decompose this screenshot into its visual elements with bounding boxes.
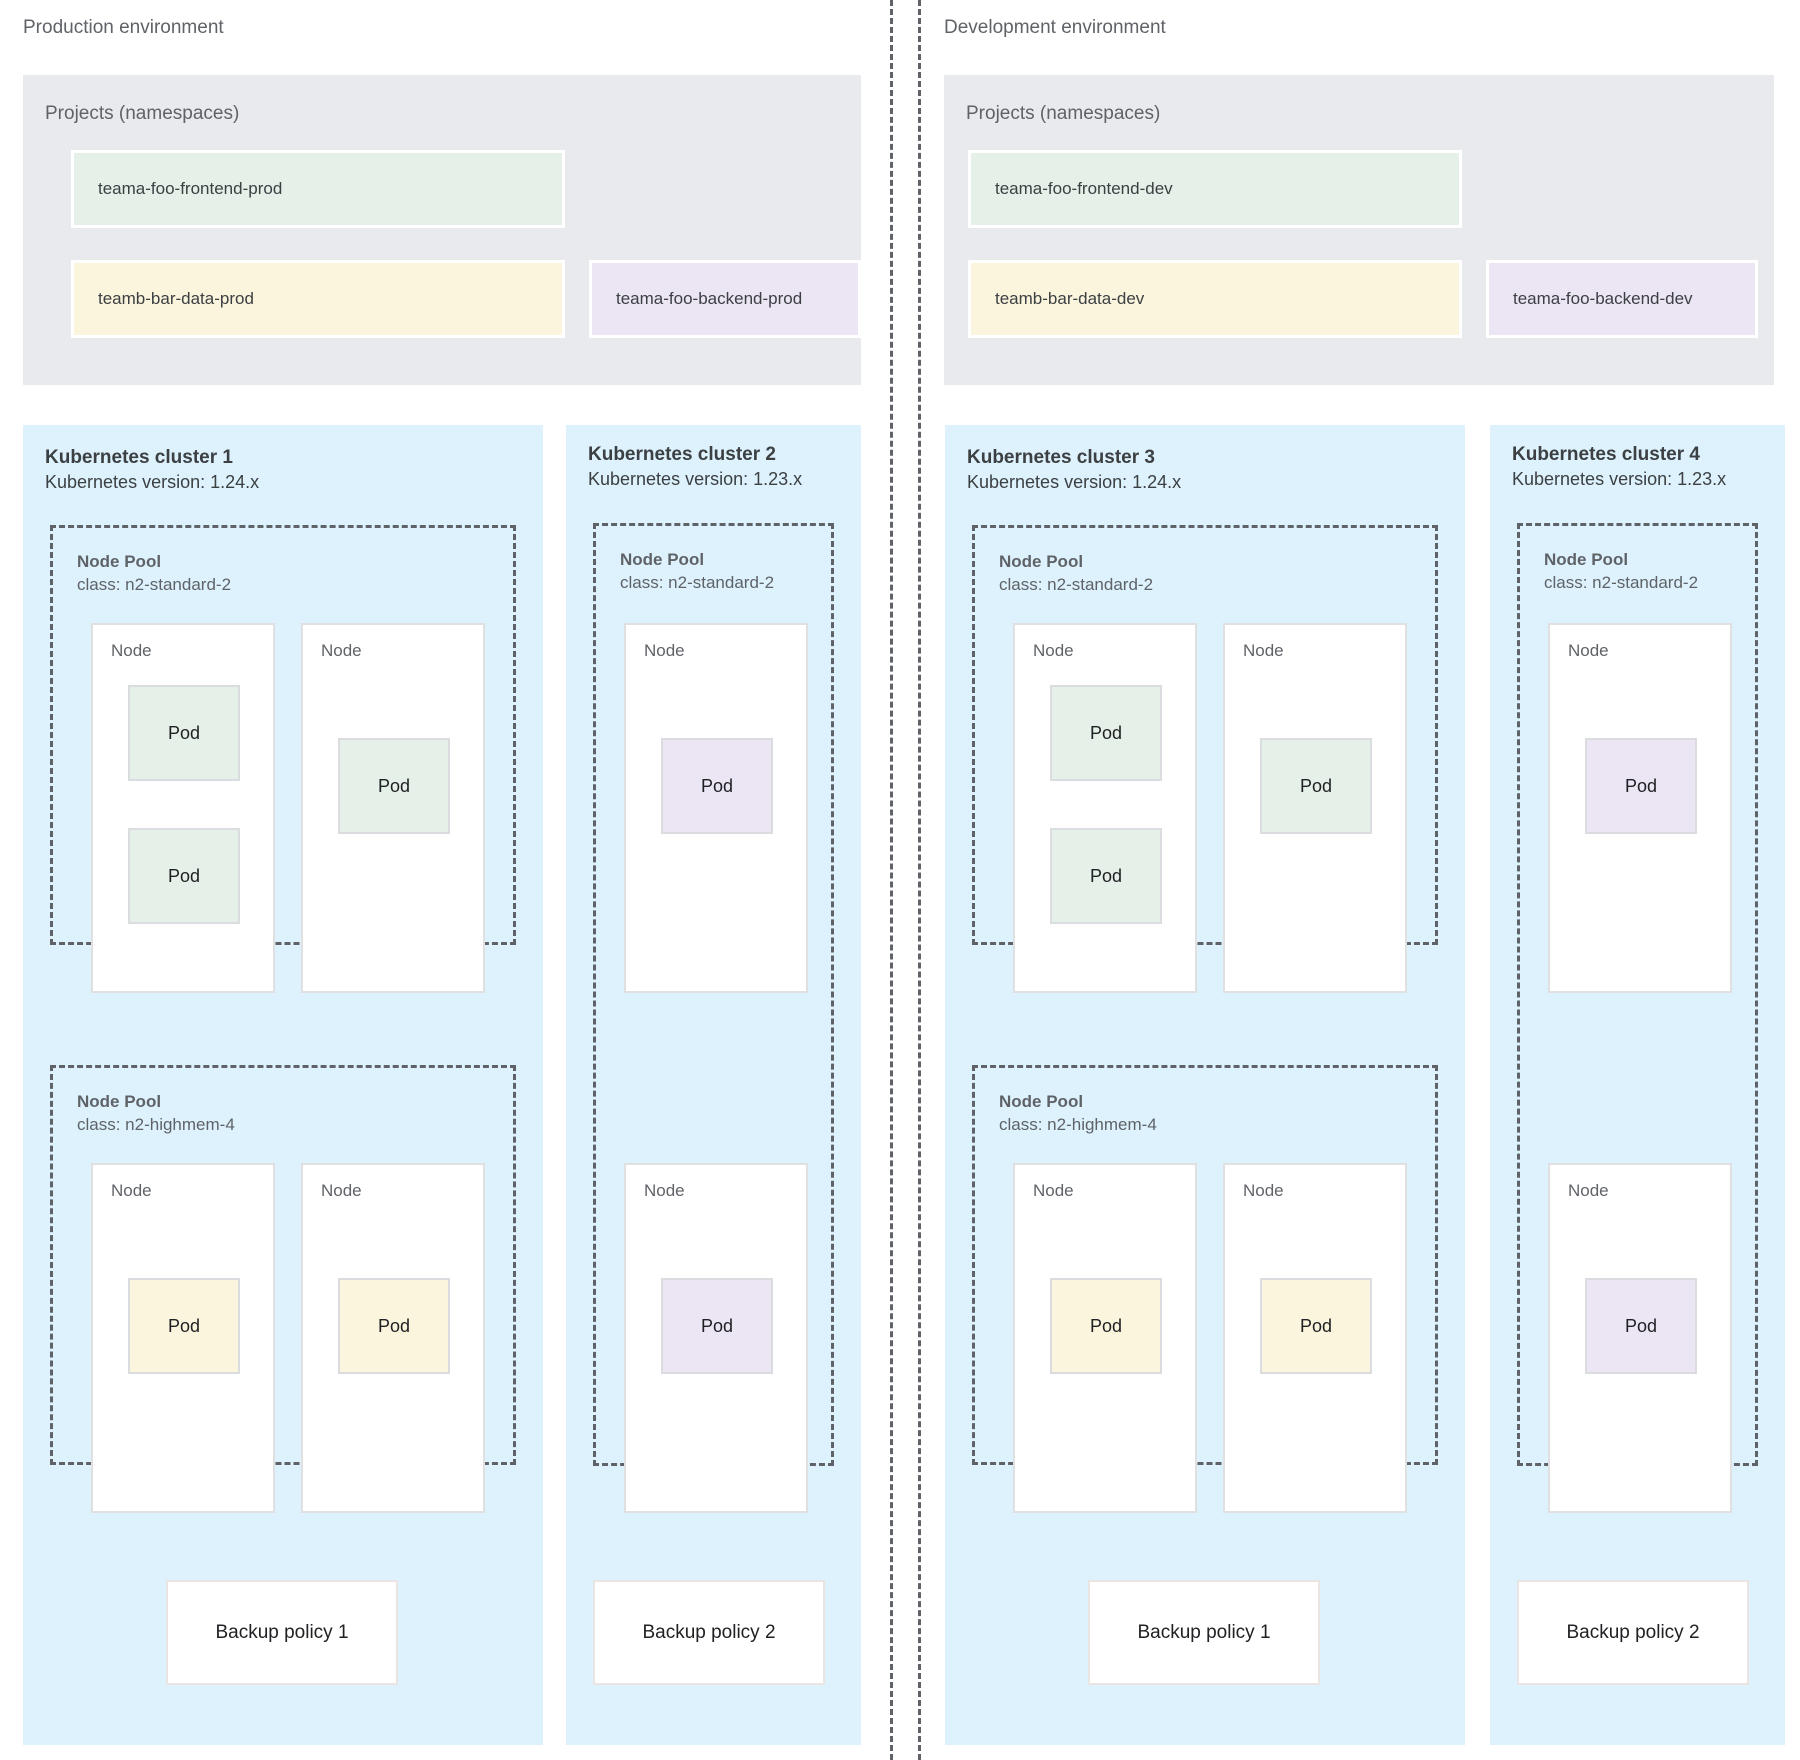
namespace-teama-foo-backend-prod[interactable]: teama-foo-backend-prod (589, 260, 861, 338)
cluster-2-name: Kubernetes cluster 2 (588, 444, 776, 465)
pod[interactable]: Pod (661, 1278, 773, 1374)
node-pool-label: Node Pool (999, 552, 1084, 571)
node-label: Node (1568, 641, 1609, 660)
projects-panel-label: Projects (namespaces) (45, 103, 240, 124)
pod[interactable]: Pod (661, 738, 773, 834)
cluster-4-node-pool-1[interactable]: Node Pool class: n2-standard-2 Node Pod … (1517, 523, 1758, 1513)
namespace-teama-foo-backend-dev[interactable]: teama-foo-backend-dev (1486, 260, 1758, 338)
projects-panel-label: Projects (namespaces) (966, 103, 1161, 124)
environment-title-production: Production environment (23, 17, 224, 38)
cluster-1-node-pool-2[interactable]: Node Pool class: n2-highmem-4 Node Pod N… (50, 1065, 516, 1513)
node-pool-class: class: n2-standard-2 (620, 573, 775, 592)
pod[interactable]: Pod (1260, 738, 1372, 834)
pod[interactable]: Pod (1050, 1278, 1162, 1374)
projects-panel-production: Projects (namespaces) teama-foo-frontend… (23, 75, 861, 385)
kubernetes-cluster-2[interactable]: Kubernetes cluster 2 Kubernetes version:… (566, 425, 861, 1745)
cluster-1-name: Kubernetes cluster 1 (45, 447, 233, 468)
node[interactable]: Node Pod (624, 1163, 808, 1513)
node[interactable]: Node Pod (1548, 623, 1732, 993)
node-pool-label: Node Pool (999, 1092, 1084, 1111)
node[interactable]: Node Pod (624, 623, 808, 993)
backup-policy-cluster-4[interactable]: Backup policy 2 (1517, 1580, 1749, 1685)
node-pool-label: Node Pool (1544, 550, 1629, 569)
cluster-3-version: Kubernetes version: 1.24.x (967, 472, 1182, 492)
node-label: Node (111, 641, 152, 660)
node-pool-class: class: n2-standard-2 (999, 575, 1154, 594)
node[interactable]: Node Pod Pod (91, 623, 275, 993)
cluster-3-node-pool-1[interactable]: Node Pool class: n2-standard-2 Node Pod … (972, 525, 1438, 993)
node-pool-label: Node Pool (620, 550, 705, 569)
pod[interactable]: Pod (1050, 828, 1162, 924)
node-label: Node (1243, 1181, 1284, 1200)
node[interactable]: Node Pod (91, 1163, 275, 1513)
node-label: Node (111, 1181, 152, 1200)
cluster-4-version: Kubernetes version: 1.23.x (1512, 469, 1727, 489)
pod[interactable]: Pod (128, 685, 240, 781)
cluster-1-node-pool-1[interactable]: Node Pool class: n2-standard-2 Node Pod … (50, 525, 516, 993)
environment-divider-left (890, 0, 893, 1760)
backup-policy-cluster-2[interactable]: Backup policy 2 (593, 1580, 825, 1685)
pod[interactable]: Pod (128, 828, 240, 924)
environment-production: Production environment Projects (namespa… (0, 0, 890, 1760)
pod[interactable]: Pod (128, 1278, 240, 1374)
node-label: Node (1568, 1181, 1609, 1200)
node[interactable]: Node Pod (301, 1163, 485, 1513)
environment-divider-right (918, 0, 921, 1760)
node-label: Node (321, 1181, 362, 1200)
node-label: Node (644, 641, 685, 660)
cluster-1-version: Kubernetes version: 1.24.x (45, 472, 260, 492)
node[interactable]: Node Pod (1223, 1163, 1407, 1513)
node[interactable]: Node Pod (1548, 1163, 1732, 1513)
node-label: Node (1243, 641, 1284, 660)
kubernetes-cluster-4[interactable]: Kubernetes cluster 4 Kubernetes version:… (1490, 425, 1785, 1745)
node-label: Node (1033, 641, 1074, 660)
node-label: Node (644, 1181, 685, 1200)
node-label: Node (1033, 1181, 1074, 1200)
environment-title-development: Development environment (944, 17, 1166, 38)
node[interactable]: Node Pod (301, 623, 485, 993)
namespace-teamb-bar-data-prod[interactable]: teamb-bar-data-prod (71, 260, 565, 338)
backup-policy-cluster-3[interactable]: Backup policy 1 (1088, 1580, 1320, 1685)
node-pool-label: Node Pool (77, 1092, 162, 1111)
projects-panel-development: Projects (namespaces) teama-foo-frontend… (944, 75, 1774, 385)
backup-policy-cluster-1[interactable]: Backup policy 1 (166, 1580, 398, 1685)
namespace-teama-foo-frontend-prod[interactable]: teama-foo-frontend-prod (71, 150, 565, 228)
pod[interactable]: Pod (1585, 738, 1697, 834)
cluster-2-version: Kubernetes version: 1.23.x (588, 469, 803, 489)
cluster-3-name: Kubernetes cluster 3 (967, 447, 1155, 468)
node-label: Node (321, 641, 362, 660)
cluster-2-node-pool-1[interactable]: Node Pool class: n2-standard-2 Node Pod … (593, 523, 834, 1513)
namespace-teamb-bar-data-dev[interactable]: teamb-bar-data-dev (968, 260, 1462, 338)
cluster-3-node-pool-2[interactable]: Node Pool class: n2-highmem-4 Node Pod N… (972, 1065, 1438, 1513)
node-pool-class: class: n2-standard-2 (1544, 573, 1699, 592)
node[interactable]: Node Pod (1223, 623, 1407, 993)
node-pool-class: class: n2-standard-2 (77, 575, 232, 594)
kubernetes-cluster-1[interactable]: Kubernetes cluster 1 Kubernetes version:… (23, 425, 543, 1745)
pod[interactable]: Pod (1260, 1278, 1372, 1374)
node-pool-class: class: n2-highmem-4 (77, 1115, 235, 1134)
namespace-teama-foo-frontend-dev[interactable]: teama-foo-frontend-dev (968, 150, 1462, 228)
node[interactable]: Node Pod Pod (1013, 623, 1197, 993)
node-pool-label: Node Pool (77, 552, 162, 571)
pod[interactable]: Pod (338, 738, 450, 834)
kubernetes-cluster-3[interactable]: Kubernetes cluster 3 Kubernetes version:… (945, 425, 1465, 1745)
pod[interactable]: Pod (1585, 1278, 1697, 1374)
node-pool-class: class: n2-highmem-4 (999, 1115, 1157, 1134)
node[interactable]: Node Pod (1013, 1163, 1197, 1513)
cluster-4-name: Kubernetes cluster 4 (1512, 444, 1700, 465)
pod[interactable]: Pod (338, 1278, 450, 1374)
environment-development: Development environment Projects (namesp… (918, 0, 1800, 1760)
pod[interactable]: Pod (1050, 685, 1162, 781)
